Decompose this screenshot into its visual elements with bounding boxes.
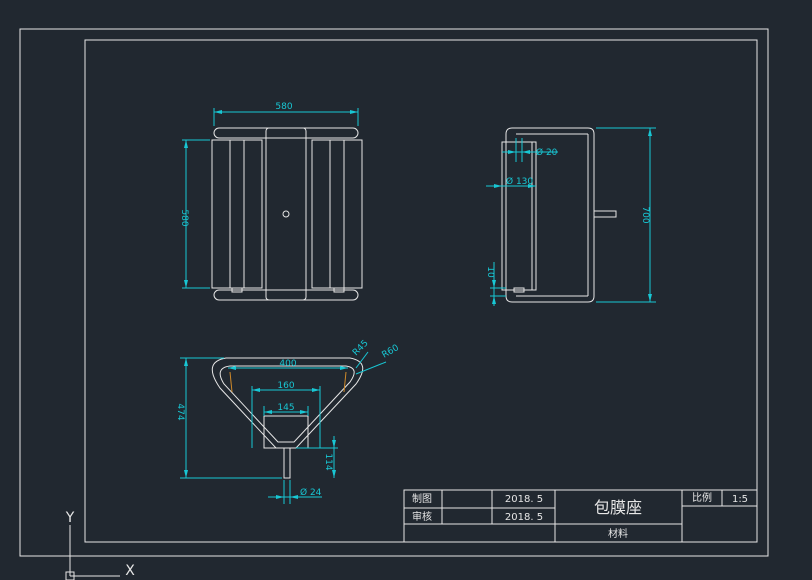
side-outer [505, 127, 595, 303]
side-height-label: 700 [640, 206, 650, 223]
side-dimensions: Ø 20 Ø 130 700 10 [485, 127, 656, 306]
side-offset-label: 10 [485, 266, 495, 278]
top-mid-label: 160 [277, 381, 294, 391]
hidden-line-right [343, 371, 347, 393]
front-dimensions: 580 580 [179, 102, 359, 289]
title-block: 制图 审核 2018. 5 2018. 5 包膜座 材料 比例 1:5 [403, 489, 758, 543]
outer-border [19, 28, 769, 557]
front-right-bracket [311, 139, 331, 289]
hidden-line-left [229, 371, 233, 393]
ucs-x-label: X [125, 563, 135, 579]
top-stem [283, 447, 291, 479]
scale-label: 比例 [692, 491, 712, 504]
top-inner [219, 365, 355, 443]
top-radius-label: R60 [381, 343, 402, 361]
front-height-label: 580 [179, 209, 189, 226]
drawn-label: 制图 [412, 492, 432, 505]
drawn-date: 2018. 5 [505, 494, 543, 505]
front-center-hole [282, 210, 290, 218]
top-stem-length-label: 114 [323, 453, 333, 470]
ucs-icon: Y X [65, 510, 135, 580]
top-dimensions: 400 160 145 R45 R60 474 114 Ø 24 [175, 339, 401, 504]
side-dia-small-label: Ø 20 [536, 147, 558, 158]
top-inner-label: 145 [277, 403, 294, 413]
front-left-roller [211, 139, 245, 289]
top-height-label: 474 [175, 403, 185, 420]
front-center-column [265, 127, 307, 301]
checked-date: 2018. 5 [505, 512, 543, 523]
front-right-roller [329, 139, 363, 289]
top-stem-dia-label: Ø 24 [300, 487, 322, 498]
top-chamfer-label: R45 [351, 339, 371, 359]
top-view [211, 357, 364, 479]
side-roller [501, 141, 537, 291]
ucs-y-label: Y [65, 510, 75, 526]
part-name: 包膜座 [594, 498, 642, 517]
side-dia-large-label: Ø 130 [506, 176, 533, 187]
material-label: 材料 [608, 527, 628, 540]
front-view [211, 127, 363, 301]
side-pin [593, 210, 617, 218]
front-width-label: 580 [275, 102, 292, 112]
top-center-block [263, 415, 309, 449]
front-top-bar [213, 127, 359, 139]
top-width-label: 400 [279, 359, 296, 369]
side-view [501, 127, 617, 303]
checked-label: 审核 [412, 510, 432, 523]
front-left-bracket [243, 139, 263, 289]
scale-value: 1:5 [732, 494, 748, 505]
